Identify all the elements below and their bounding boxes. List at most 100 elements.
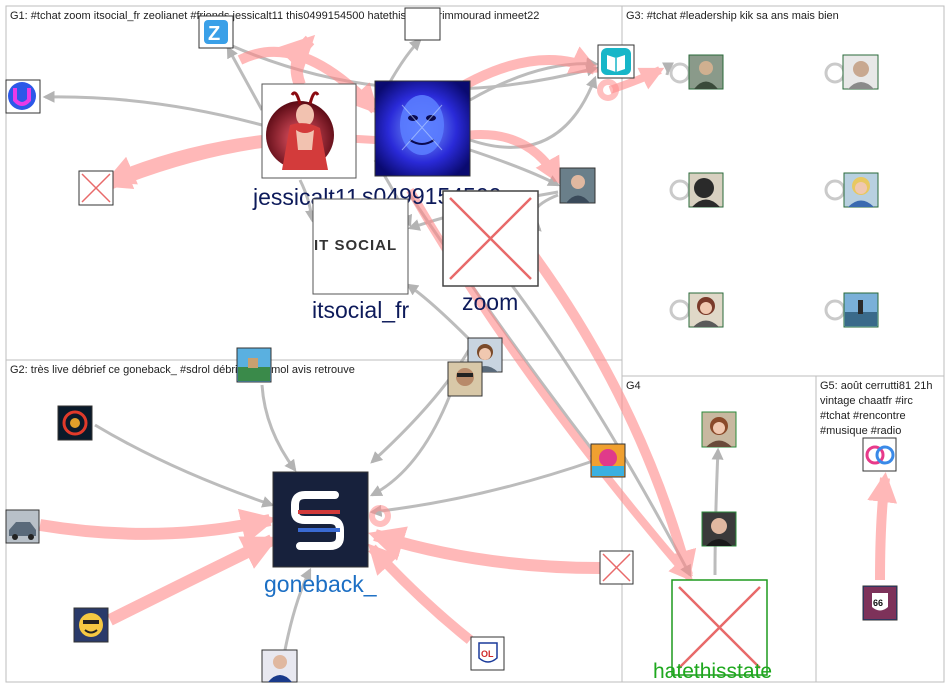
man-avatar-icon [694, 61, 718, 89]
node-g2-ol-logo[interactable]: OL [470, 636, 505, 671]
self-loop [597, 79, 619, 101]
svg-text:OL: OL [481, 649, 494, 659]
self-loop [669, 179, 691, 201]
group-label-g2: G2: très live débrief ce goneback_ #sdro… [10, 364, 355, 376]
sunglasses-avatar-icon [456, 368, 474, 386]
group-label-g1: G1: #tchat zoom itsocial_fr zeolianet #f… [10, 10, 539, 22]
node-g2-emoji[interactable] [73, 607, 109, 643]
zeolianet-logo-icon: Z [204, 20, 228, 45]
edge [370, 347, 472, 464]
edge [107, 534, 279, 626]
node-g1-book-app[interactable] [597, 44, 635, 79]
node-g2-landscape[interactable] [236, 347, 272, 383]
missing-image-icon [449, 197, 532, 280]
group-label-g5-line-2: vintage chaatfr #irc [820, 395, 913, 407]
woman-avatar-icon [848, 177, 874, 207]
node-itsocial_fr[interactable]: IT SOCIAL [312, 198, 409, 295]
node-label-itsocial_fr: itsocial_fr [312, 297, 409, 323]
node-zeolianet[interactable]: Z [198, 15, 234, 49]
car-photo-icon [9, 522, 36, 540]
edge [42, 90, 263, 127]
edge [525, 247, 697, 581]
node-hatethisstate[interactable] [671, 579, 768, 676]
edge [406, 187, 694, 582]
lion-logo-icon [62, 410, 88, 436]
edge [283, 567, 312, 651]
node-jessicalt11[interactable] [261, 83, 357, 179]
node-g5-rings[interactable] [862, 437, 897, 472]
emoji-avatar-icon [79, 613, 103, 637]
man-avatar-icon [566, 175, 590, 203]
man-avatar-icon [848, 61, 874, 89]
group-box-g5 [815, 375, 945, 683]
node-g1-man-avatar[interactable] [559, 167, 596, 204]
man-avatar-icon [706, 518, 732, 546]
edge [276, 34, 316, 88]
goneback-logo-icon [291, 491, 344, 550]
self-loop [669, 299, 691, 321]
missing-image-icon [81, 173, 111, 203]
node-g1-top-placeholder[interactable] [404, 7, 441, 41]
itsocial-logo-icon: IT SOCIAL [314, 237, 397, 254]
group-boxes [5, 5, 945, 683]
node-g2-player[interactable] [261, 649, 298, 683]
group-label-g3: G3: #tchat #leadership kik sa ans mais b… [626, 10, 839, 22]
node-g3-woman[interactable] [688, 292, 724, 328]
edge [260, 384, 297, 472]
edge [406, 283, 472, 342]
self-loop [669, 62, 691, 84]
colorful-avatar-icon [592, 449, 624, 476]
missing-image-icon [602, 553, 631, 582]
node-g3-silhouette[interactable] [688, 172, 724, 208]
route66-logo-icon: 66 [864, 587, 896, 619]
group-label-g5: G5: août cerrutti81 21h vintage chaatfr … [820, 380, 933, 437]
edge [469, 75, 598, 149]
edge [661, 62, 674, 76]
seascape-avatar-icon [845, 300, 877, 326]
missing-image-icon [678, 586, 761, 669]
self-loop [824, 299, 846, 321]
node-label-zoom: zoom [462, 289, 518, 315]
node-g2-sunglasses-avatar[interactable] [447, 361, 483, 397]
edge [226, 45, 264, 111]
node-goneback_[interactable] [272, 471, 369, 568]
edge [367, 543, 474, 644]
group-label-g4: G4 [626, 380, 641, 392]
purple-u-logo-icon [8, 82, 36, 110]
woman-avatar-icon [706, 417, 732, 447]
group-label-g5-line-4: #musique #radio [820, 425, 901, 437]
node-g2-missing-small[interactable] [599, 550, 634, 585]
self-loop [824, 179, 846, 201]
woman-avatar-icon [693, 297, 719, 327]
node-zoom[interactable] [442, 190, 539, 287]
self-loop [824, 62, 846, 84]
group-label-g5-line-3: #tchat #rencontre [820, 410, 906, 422]
node-g1-missing-small[interactable] [78, 170, 114, 206]
blue-mask-portrait-icon [400, 95, 444, 155]
rings-logo-icon [865, 445, 895, 465]
edge [369, 394, 452, 497]
node-g2-car[interactable] [5, 509, 40, 544]
edge [368, 526, 601, 574]
self-loop [369, 505, 391, 527]
node-g3-man-2[interactable] [842, 54, 879, 90]
node-g3-man-1[interactable] [688, 54, 724, 90]
edge [369, 458, 597, 517]
book-app-icon [601, 48, 631, 75]
edge [39, 508, 278, 544]
player-avatar-icon [268, 655, 292, 682]
edge [94, 423, 275, 508]
red-devil-portrait-icon [266, 91, 334, 170]
node-g3-woman-blonde[interactable] [843, 172, 879, 208]
node-s0499154500[interactable] [374, 80, 471, 177]
node-g5-route66[interactable]: 66 [862, 585, 898, 621]
node-g3-sea[interactable] [843, 292, 879, 328]
node-g4-woman[interactable] [701, 411, 737, 448]
node-label-goneback_: goneback_ [264, 571, 378, 597]
node-g2-lion[interactable] [57, 405, 93, 441]
node-g1-purple-u[interactable] [5, 79, 41, 114]
node-g2-colorful-avatar[interactable] [590, 443, 626, 478]
blank-image-icon [410, 12, 434, 36]
node-g4-man[interactable] [701, 511, 737, 547]
